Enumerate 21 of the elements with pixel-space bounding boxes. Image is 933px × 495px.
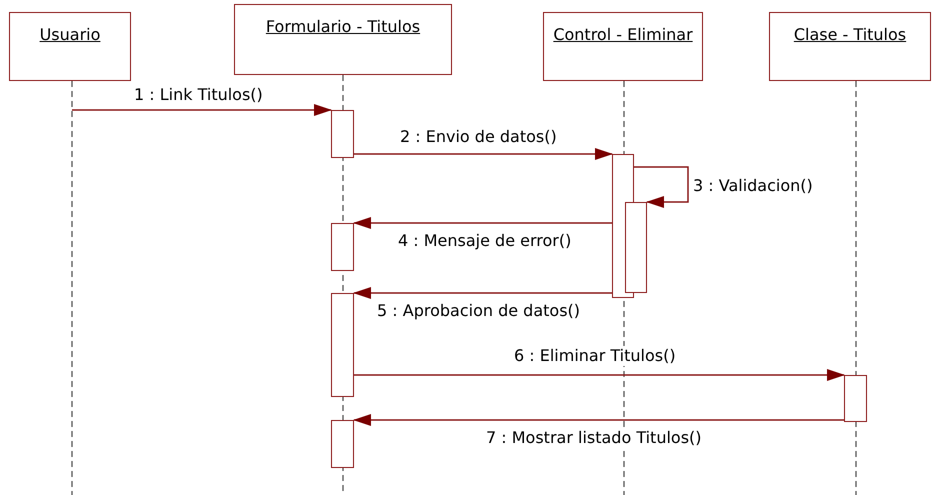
lifeline-header-box <box>234 4 452 75</box>
message-arrow <box>354 148 613 160</box>
object-name: Usuario <box>40 24 100 46</box>
activation-bar <box>625 202 647 293</box>
lifeline-header-box <box>543 12 703 81</box>
activation-bar <box>331 110 354 158</box>
activation-bar <box>331 223 354 271</box>
object-name: Clase - Titulos <box>794 24 906 46</box>
object-name: Control - Eliminar <box>553 24 693 46</box>
message-arrow <box>72 104 332 116</box>
object-name: Formulario - Titulos <box>266 16 420 38</box>
message-arrow <box>353 414 844 426</box>
activation-bar <box>844 375 867 422</box>
message-arrow <box>353 287 612 299</box>
message-arrow <box>634 166 689 208</box>
activation-bar <box>331 420 354 468</box>
lifeline-header-box <box>9 12 131 81</box>
lifeline-header-box <box>769 12 931 81</box>
message-arrow <box>354 369 845 381</box>
message-arrow <box>353 217 612 229</box>
activation-bar <box>331 293 354 397</box>
